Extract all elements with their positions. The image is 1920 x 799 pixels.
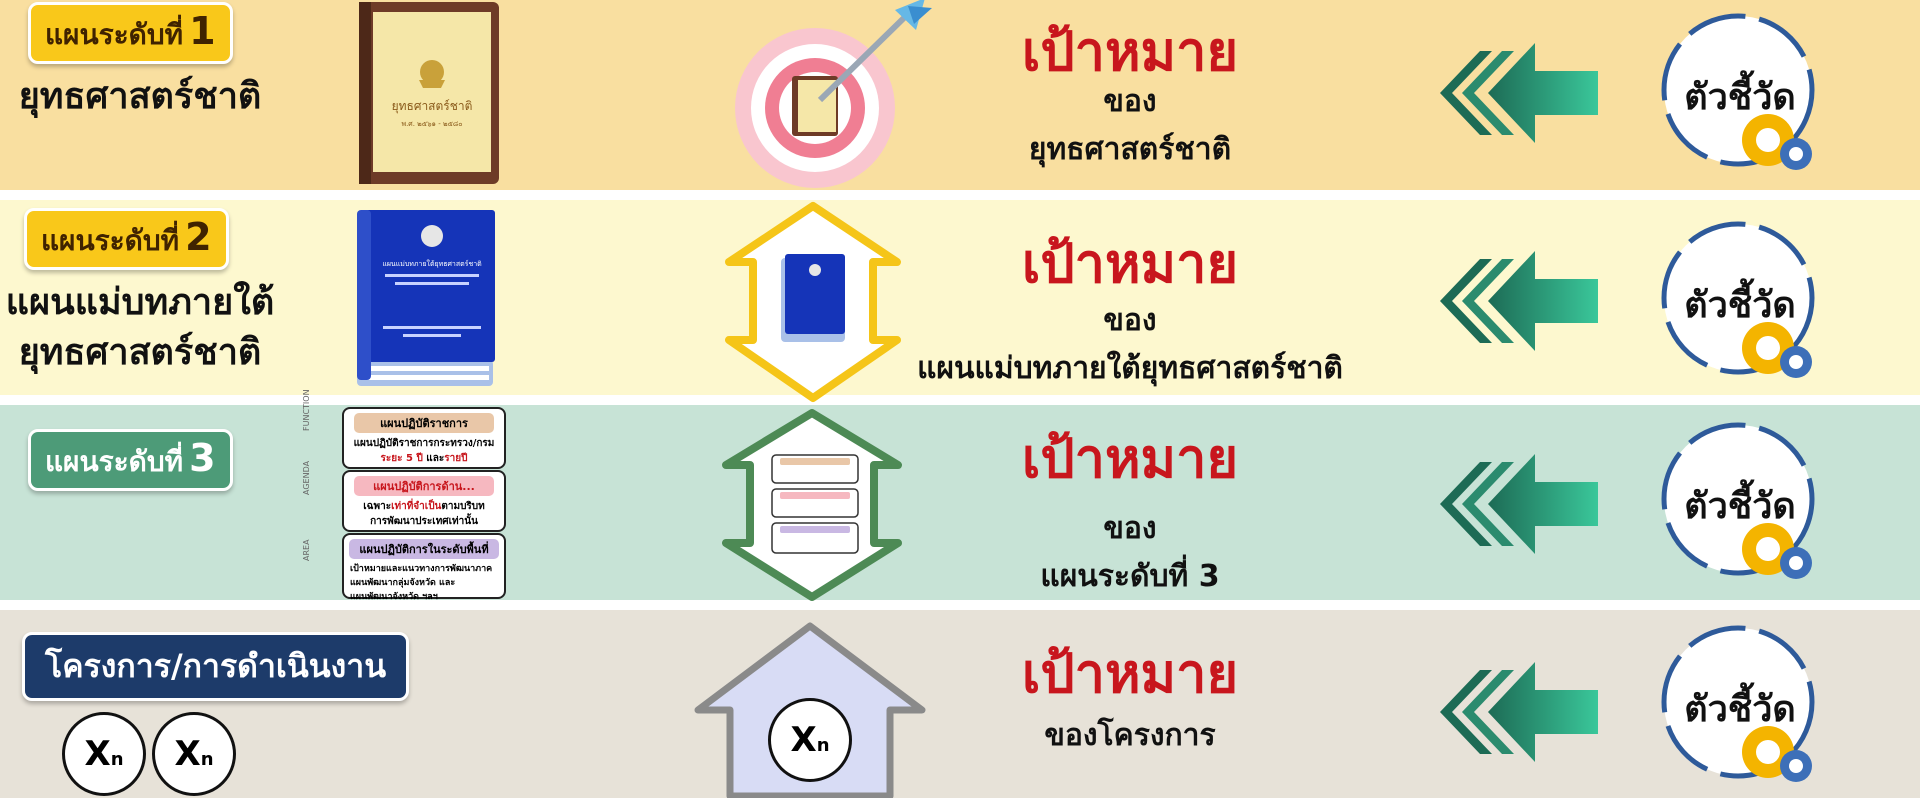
level-1-plan-name: ยุทธศาสตร์ชาติ xyxy=(5,72,275,122)
card-side-label: AGENDA xyxy=(302,460,311,495)
card-line: การพัฒนาประเทศเท่านั้น xyxy=(370,516,478,527)
card-line: เฉพาะเท่าที่จำเป็นตามบริบท xyxy=(344,499,504,514)
card-side-label: FUNCTION xyxy=(302,389,311,431)
function-plan-card: แผนปฏิบัติราชการ แผนปฏิบัติราชการกระทรวง… xyxy=(342,407,506,469)
card-side-label: AREA xyxy=(302,539,311,561)
left-arrows-icon xyxy=(1440,251,1605,351)
card-line: แผนปฏิบัติราชการกระทรวง/กรม xyxy=(353,438,495,449)
goal-subtitle: ของ แผนแม่บทภายใต้ยุทธศาสตร์ชาติ xyxy=(880,297,1380,393)
goal-title: เป้าหมาย xyxy=(1021,427,1239,490)
book-title: แผนแม่บทภายใต้ยุทธศาสตร์ชาติ xyxy=(382,259,482,268)
plan-name-line: แผนแม่บทภายใต้ xyxy=(5,282,275,323)
goal-subtitle: ของโครงการ xyxy=(930,712,1330,760)
card-highlight: เท่าที่จำเป็น xyxy=(391,501,442,512)
goal-subtitle: ของ แผนระดับที่ 3 xyxy=(930,505,1330,601)
card-text: เฉพาะ xyxy=(363,501,392,512)
card-line: เป้าหมายและแนวทางการพัฒนาภาค xyxy=(350,564,493,574)
left-arrows-icon xyxy=(1440,43,1605,143)
card-header: แผนปฏิบัติราชการ xyxy=(354,413,494,433)
project-symbol-sub: n xyxy=(110,749,124,770)
left-arrows-icon xyxy=(1440,662,1605,762)
goal-line: แผนแม่บทภายใต้ยุทธศาสตร์ชาติ xyxy=(917,351,1343,386)
card-header: แผนปฏิบัติการด้าน... xyxy=(354,476,494,496)
master-plan-book-image: แผนแม่บทภายใต้ยุทธศาสตร์ชาติ xyxy=(355,210,497,388)
national-strategy-book-image: ยุทธศาสตร์ชาติ พ.ศ. ๒๕๖๑ - ๒๕๘๐ xyxy=(355,2,505,184)
level-3-diamond-icon xyxy=(720,407,905,602)
project-symbol: X xyxy=(84,734,111,774)
level-3-tag: แผนระดับที่3 xyxy=(28,429,233,491)
card-header: แผนปฏิบัติการในระดับพื้นที่ xyxy=(349,539,499,559)
project-symbol: X xyxy=(790,720,817,760)
project-symbol-circle: Xn xyxy=(152,712,236,796)
kpi-label: ตัวชี้วัด xyxy=(1684,689,1796,730)
projects-tag: โครงการ/การดำเนินงาน xyxy=(22,632,410,701)
book-subtitle: พ.ศ. ๒๕๖๑ - ๒๕๘๐ xyxy=(401,120,462,128)
row-level-2: แผนระดับที่2 แผนแม่บทภายใต้ ยุทธศาสตร์ชา… xyxy=(0,200,1920,402)
kpi-label: ตัวชี้วัด xyxy=(1684,77,1796,118)
goal-line: แผนระดับที่ 3 xyxy=(1040,559,1220,594)
project-symbol-sub: n xyxy=(200,749,214,770)
project-symbol-circle: Xn xyxy=(62,712,146,796)
level-tag-prefix: แผนระดับที่ xyxy=(45,445,184,478)
level-2-plan-name: แผนแม่บทภายใต้ ยุทธศาสตร์ชาติ xyxy=(5,278,275,378)
goal-line: ยุทธศาสตร์ชาติ xyxy=(1028,132,1232,167)
project-symbol-circle: Xn xyxy=(768,698,852,782)
kpi-label: ตัวชี้วัด xyxy=(1684,285,1796,326)
project-symbol-sub: n xyxy=(816,735,830,756)
card-text: และ xyxy=(422,453,445,464)
card-line: ระยะ 5 ปี และรายปี xyxy=(344,451,504,466)
plan-name-line: ยุทธศาสตร์ชาติ xyxy=(18,332,262,373)
goal-line: ของโครงการ xyxy=(1044,718,1216,753)
kpi-badge: ตัวชี้วัด xyxy=(1660,12,1820,172)
card-highlight: ระยะ 5 ปี xyxy=(380,453,423,464)
goal-line: ของ xyxy=(1103,511,1157,546)
target-icon xyxy=(720,0,940,190)
project-house-icon: Xn xyxy=(690,620,930,798)
project-symbols: Xn Xn xyxy=(62,712,242,796)
level-1-tag: แผนระดับที่1 xyxy=(28,2,233,64)
goal-line: ของ xyxy=(1103,84,1157,119)
goal-subtitle: ของ ยุทธศาสตร์ชาติ xyxy=(930,78,1330,174)
card-line: แผนพัฒนากลุ่มจังหวัด และ xyxy=(350,578,456,588)
level-tag-number: 3 xyxy=(189,436,216,480)
row-level-3: แผนระดับที่3 แผนปฏิบัติราชการ แผนปฏิบัติ… xyxy=(0,389,1920,602)
area-plan-card: แผนปฏิบัติการในระดับพื้นที่ เป้าหมายและแ… xyxy=(342,533,506,602)
row-level-1: แผนระดับที่1 ยุทธศาสตร์ชาติ ยุทธศาสตร์ชา… xyxy=(0,0,1920,190)
kpi-badge: ตัวชี้วัด xyxy=(1660,421,1820,581)
left-arrows-icon xyxy=(1440,454,1605,554)
card-line: แผนพัฒนาจังหวัด ฯลฯ xyxy=(350,592,438,602)
plan-name-line: ยุทธศาสตร์ชาติ xyxy=(18,76,262,117)
kpi-badge: ตัวชี้วัด xyxy=(1660,220,1820,380)
level-tag-number: 2 xyxy=(185,215,212,259)
project-symbol: X xyxy=(174,734,201,774)
book-title: ยุทธศาสตร์ชาติ xyxy=(392,99,473,114)
master-plan-diamond-icon xyxy=(723,200,903,405)
card-text: ตามบริบท xyxy=(441,501,485,512)
card-highlight: รายปี xyxy=(444,453,468,464)
agenda-plan-card: แผนปฏิบัติการด้าน... เฉพาะเท่าที่จำเป็นต… xyxy=(342,470,506,532)
goal-title: เป้าหมาย xyxy=(1021,642,1239,705)
level-3-plan-cards: แผนปฏิบัติราชการ แผนปฏิบัติราชการกระทรวง… xyxy=(302,389,506,605)
level-2-tag: แผนระดับที่2 xyxy=(24,208,229,270)
level-tag-prefix: แผนระดับที่ xyxy=(45,18,184,51)
goal-title: เป้าหมาย xyxy=(1021,20,1239,83)
kpi-badge: ตัวชี้วัด xyxy=(1660,624,1820,784)
goal-line: ของ xyxy=(1103,303,1157,338)
level-tag-number: 1 xyxy=(189,9,216,53)
level-tag-prefix: แผนระดับที่ xyxy=(41,224,180,257)
row-projects: โครงการ/การดำเนินงาน Xn Xn Xn เป้าหมาย ข… xyxy=(0,610,1920,798)
goal-title: เป้าหมาย xyxy=(1021,232,1239,295)
kpi-label: ตัวชี้วัด xyxy=(1684,486,1796,527)
